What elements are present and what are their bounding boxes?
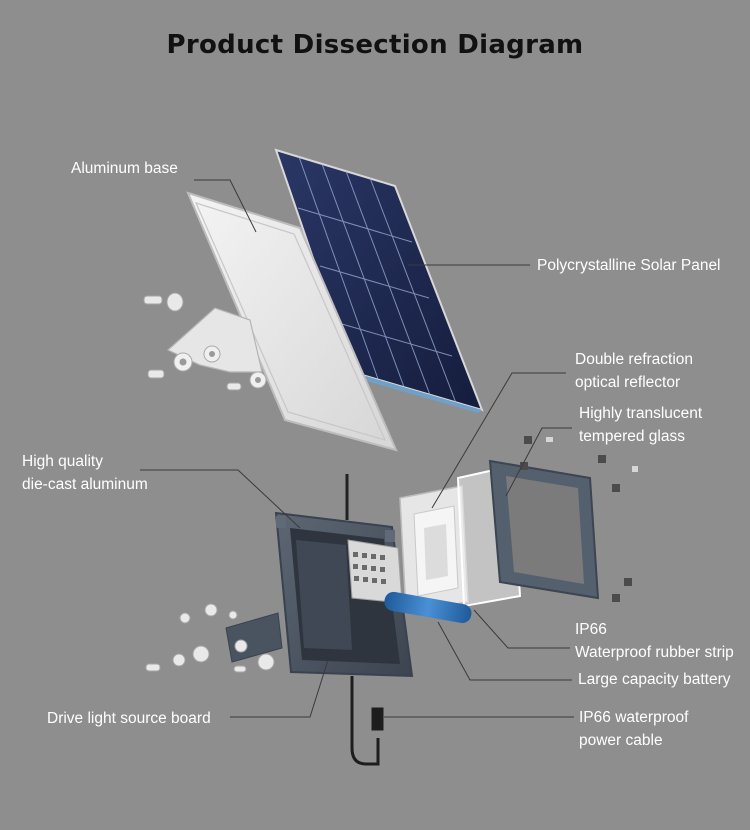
label-cable: IP66 waterproof power cable bbox=[579, 706, 688, 752]
label-glass-line2: tempered glass bbox=[579, 428, 685, 445]
optical-reflector bbox=[399, 485, 469, 613]
label-cable-line2: power cable bbox=[579, 732, 663, 749]
label-glass-line1: Highly translucent bbox=[579, 405, 703, 422]
label-die-cast-line2: die-cast aluminum bbox=[22, 476, 148, 493]
label-rubber-strip-line1: IP66 bbox=[575, 621, 607, 638]
label-rubber-strip: IP66 Waterproof rubber strip bbox=[575, 618, 734, 664]
label-solar-panel: Polycrystalline Solar Panel bbox=[537, 257, 721, 274]
label-light-board: Drive light source board bbox=[47, 710, 211, 727]
label-battery: Large capacity battery bbox=[578, 671, 731, 688]
housing-screws bbox=[145, 603, 275, 673]
solar-panel bbox=[274, 148, 484, 413]
label-reflector-line2: optical reflector bbox=[575, 374, 681, 391]
label-cable-line1: IP66 waterproof bbox=[579, 709, 689, 726]
label-glass: Highly translucent tempered glass bbox=[579, 402, 702, 448]
front-frame bbox=[488, 459, 600, 600]
aluminum-base bbox=[166, 191, 398, 452]
base-screws bbox=[143, 292, 242, 391]
label-reflector-line1: Double refraction bbox=[575, 351, 694, 368]
label-reflector: Double refraction optical reflector bbox=[575, 348, 693, 394]
label-die-cast-line1: High quality bbox=[22, 453, 103, 470]
label-aluminum-base: Aluminum base bbox=[71, 160, 178, 177]
leader-lines bbox=[140, 179, 574, 718]
frame-screws bbox=[520, 436, 638, 602]
label-rubber-strip-line2: Waterproof rubber strip bbox=[575, 644, 734, 661]
battery bbox=[384, 591, 472, 624]
light-source-board bbox=[347, 539, 403, 604]
label-die-cast: High quality die-cast aluminum bbox=[22, 450, 148, 496]
diagram-title: Product Dissection Diagram bbox=[166, 30, 584, 60]
power-cable bbox=[350, 676, 384, 766]
